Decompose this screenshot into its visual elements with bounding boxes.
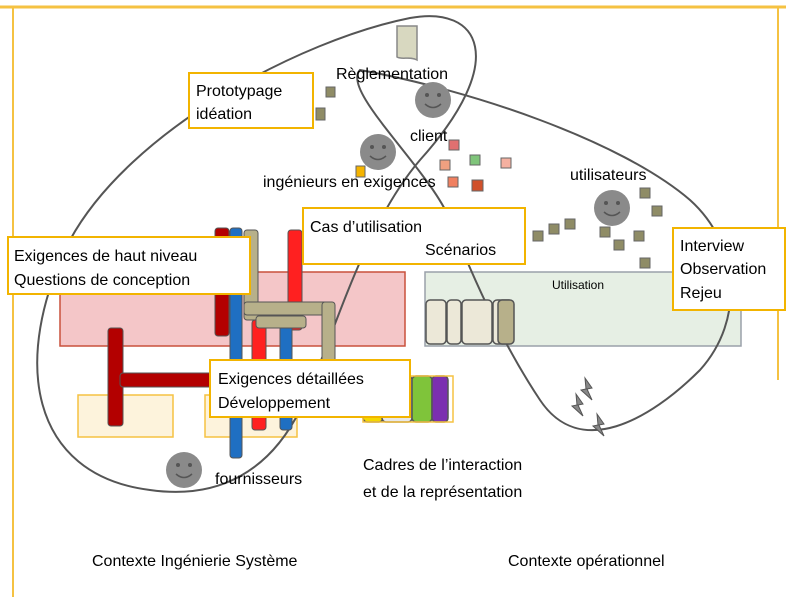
- document-icon: [396, 25, 418, 62]
- smiley-reglementation-icon: [415, 82, 451, 118]
- cas-utilisation-line2: Scénarios: [425, 242, 496, 259]
- prototypage-line2: idéation: [196, 106, 252, 123]
- cas-utilisation-line1: Cas d’utilisation: [310, 219, 422, 236]
- small-squares: [315, 86, 663, 269]
- pale-box-left: [77, 394, 174, 438]
- cas-utilisation-box: Cas d’utilisation Scénarios: [302, 207, 526, 265]
- exigences-detaillees-line1: Exigences détaillées: [218, 371, 364, 388]
- smiley-utilisateurs-icon: [594, 190, 630, 226]
- interview-box: Interview Observation Rejeu: [672, 227, 786, 311]
- smiley-fournisseurs-icon: [166, 452, 202, 488]
- cadres-line2: et de la représentation: [363, 484, 522, 501]
- prototypage-box: Prototypage idéation: [188, 72, 314, 129]
- bar-khaki-horizontal: [243, 301, 335, 316]
- client-label: client: [410, 128, 448, 145]
- exigences-detaillees-box: Exigences détaillées Développement: [209, 359, 411, 418]
- smiley-ingenieurs-icon: [360, 134, 396, 170]
- utilisation-label: Utilisation: [552, 278, 604, 292]
- exigences-haut-box: Exigences de haut niveau Questions de co…: [7, 236, 251, 295]
- cadres-line1: Cadres de l’interaction: [363, 457, 522, 474]
- contexte-systeme-label: Contexte Ingénierie Système: [92, 553, 298, 570]
- contexte-operationnel-label: Contexte opérationnel: [508, 553, 665, 570]
- interview-line3: Rejeu: [680, 285, 722, 302]
- exigences-haut-line1: Exigences de haut niveau: [14, 248, 197, 265]
- interview-line2: Observation: [680, 261, 766, 278]
- prototypage-line1: Prototypage: [196, 83, 282, 100]
- bar-khaki-horizontal-2: [255, 315, 307, 329]
- fournisseurs-label: fournisseurs: [215, 471, 302, 488]
- utilisation-blocks: [425, 299, 515, 345]
- utilisateurs-label: utilisateurs: [570, 167, 646, 184]
- exigences-haut-line2: Questions de conception: [14, 272, 190, 289]
- exigences-detaillees-line2: Développement: [218, 395, 331, 412]
- reglementation-label: Règlementation: [336, 66, 448, 83]
- ingenieurs-label: ingénieurs en exigences: [263, 174, 436, 191]
- interview-line1: Interview: [680, 238, 744, 255]
- lightning-icons: [570, 376, 605, 437]
